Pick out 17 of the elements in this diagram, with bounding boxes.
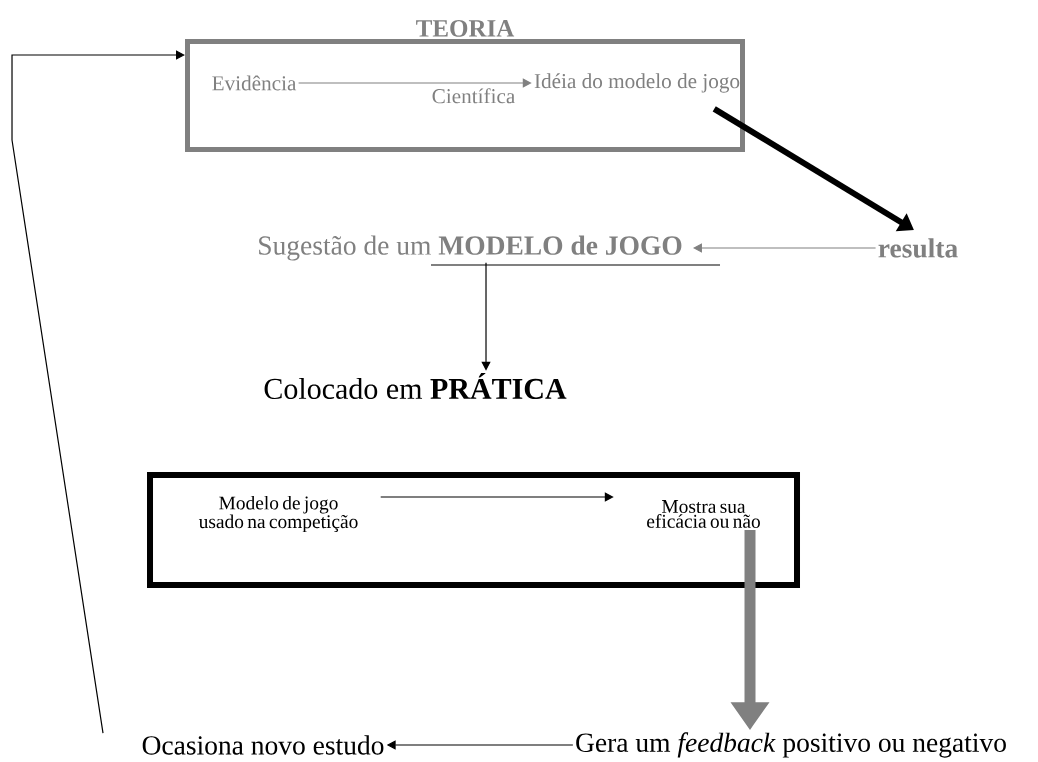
box-text: Idéia do modelo de jogo [534, 73, 740, 93]
statement-text: Sugestão de um MODELO de JOGO [259, 235, 682, 261]
box-text: Modelo de jogo usado na competição [198, 495, 358, 533]
frame-box [147, 472, 800, 588]
arrow [11, 50, 185, 734]
statement-text: Ocasiona novo estudo [142, 735, 384, 755]
arrow [693, 243, 877, 253]
box-text: Evidência [212, 75, 297, 91]
arrow [481, 262, 491, 371]
node-label: TEORIA [416, 20, 515, 37]
statement-text: Gera um feedback positivo ou negativo [576, 732, 1006, 758]
statement-text: Colocado em PRÁTICA [264, 373, 567, 399]
arrow [380, 492, 614, 502]
arrow [298, 78, 532, 88]
box-text: Mostra sua eficácia ou não [647, 500, 760, 528]
edge-label: Científica [430, 87, 517, 105]
connector-word: resulta [878, 238, 958, 258]
